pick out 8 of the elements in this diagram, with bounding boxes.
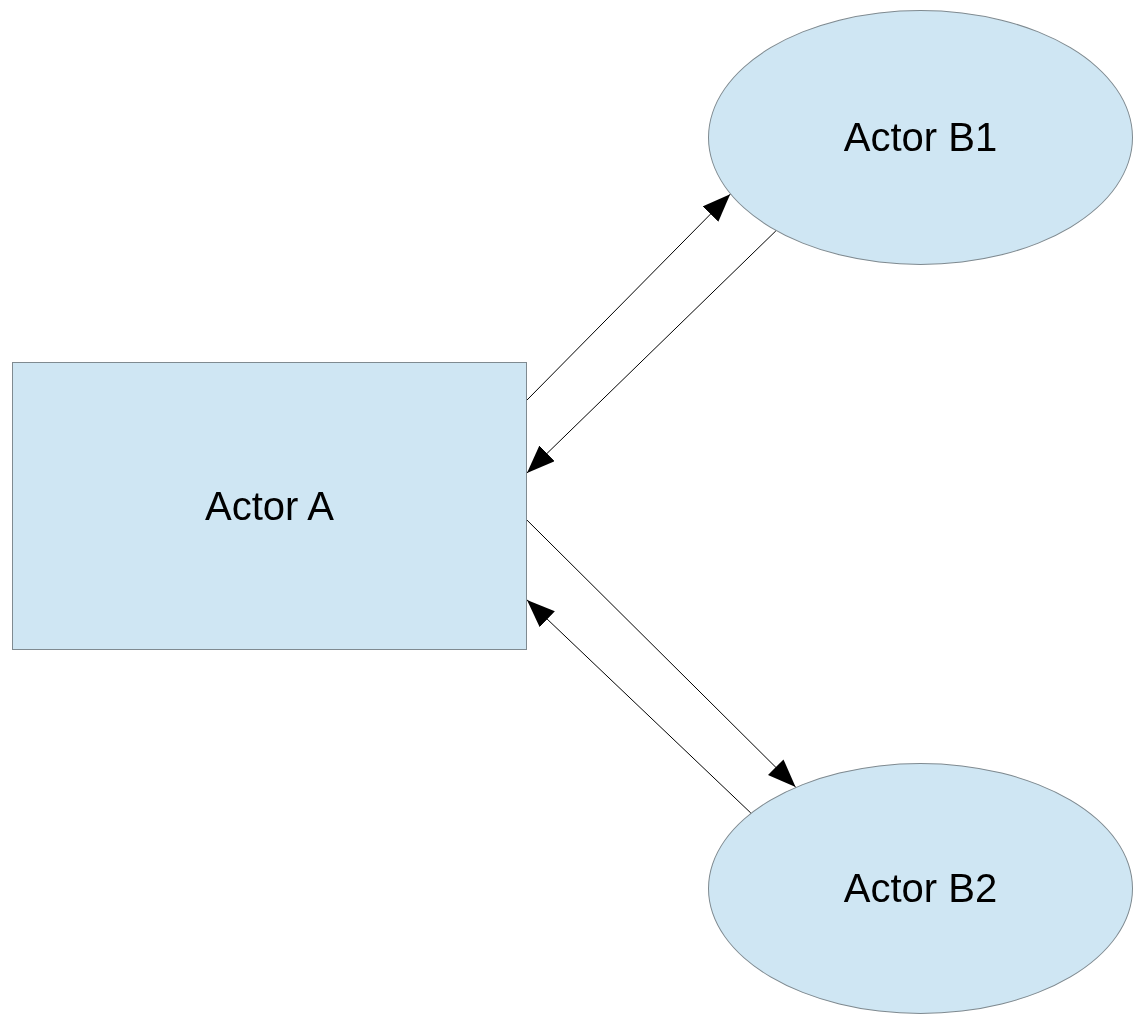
arrow <box>526 519 797 788</box>
arrow <box>526 599 752 814</box>
node-label: Actor B1 <box>843 115 998 160</box>
arrow <box>526 193 731 401</box>
arrow <box>526 230 777 474</box>
node-label: Actor B2 <box>843 866 998 911</box>
process-box <box>12 362 527 650</box>
node-label: Actor A <box>205 483 334 529</box>
